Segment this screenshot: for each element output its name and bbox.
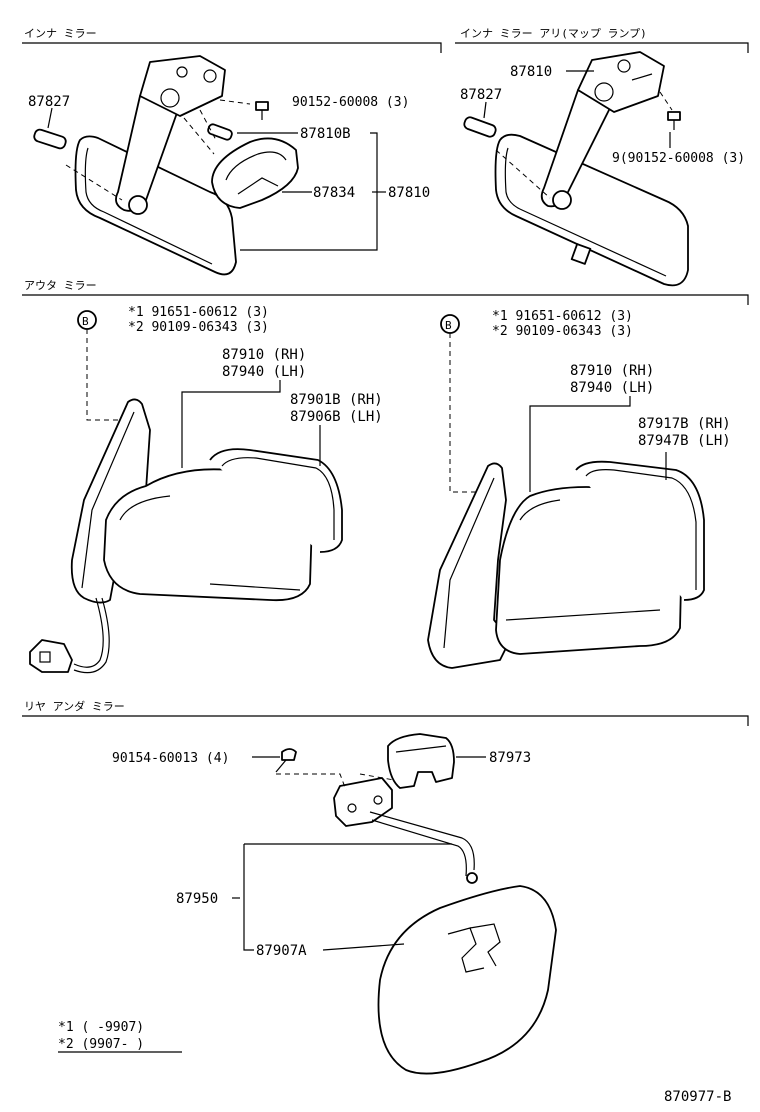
- section-title-rear-under-mirror: リヤ アンダ ミラー: [24, 699, 125, 713]
- label-87827-left: 87827: [28, 94, 70, 110]
- inner-mirror-lamp-leaders: [483, 70, 671, 148]
- label-87907A: 87907A: [256, 943, 307, 959]
- section-title-inner-mirror: インナ ミラー: [24, 27, 97, 40]
- rear-under-mirror-drawing: [275, 733, 557, 1075]
- label-87827-right: 87827: [460, 87, 502, 103]
- section-title-outer-mirror: アウタ ミラー: [24, 279, 97, 292]
- rear-under-mirror-leaders: [232, 756, 486, 951]
- note1-left: *1 91651-60612 (3): [128, 305, 269, 320]
- outer-mirror-right-drawing: B: [427, 314, 705, 669]
- label-87940-left: 87940 (LH): [222, 364, 306, 380]
- label-screw-90152-right: 9(90152-60008 (3): [612, 151, 745, 166]
- label-87901B: 87901B (RH): [290, 392, 383, 408]
- label-87940-right: 87940 (LH): [570, 380, 654, 396]
- b-circle-left: B: [82, 315, 89, 328]
- label-87947B: 87947B (LH): [638, 433, 731, 449]
- section-title-inner-mirror-lamp: インナ ミラー アリ(マップ ランプ): [460, 27, 647, 40]
- section-dividers: [22, 42, 749, 726]
- label-87910-left: 87910 (RH): [222, 347, 306, 363]
- outer-mirror-right-leaders: [529, 396, 667, 492]
- label-87810-right: 87810: [510, 64, 552, 80]
- label-87973: 87973: [489, 750, 531, 766]
- label-87906B: 87906B (LH): [290, 409, 383, 425]
- label-87834: 87834: [313, 185, 355, 201]
- inner-mirror-drawing: [33, 55, 299, 276]
- note2-left: *2 90109-06343 (3): [128, 320, 269, 335]
- label-screw-90152-left: 90152-60008 (3): [292, 95, 409, 110]
- inner-mirror-lamp-drawing: [463, 51, 689, 287]
- b-circle-right: B: [445, 319, 452, 332]
- label-87917B: 87917B (RH): [638, 416, 731, 432]
- diagram-code: 870977-B: [664, 1089, 731, 1105]
- outer-mirror-left-leaders: [181, 380, 321, 468]
- note1-right: *1 91651-60612 (3): [492, 309, 633, 324]
- label-87810-left: 87810: [388, 185, 430, 201]
- label-87950: 87950: [176, 891, 218, 907]
- label-87910-right: 87910 (RH): [570, 363, 654, 379]
- outer-mirror-left-drawing: B: [29, 310, 343, 674]
- label-screw-90154: 90154-60013 (4): [112, 751, 229, 766]
- footnote-1: *1 ( -9907): [58, 1020, 144, 1035]
- footnote-2: *2 (9907- ): [58, 1037, 144, 1052]
- label-87810B: 87810B: [300, 126, 351, 142]
- note2-right: *2 90109-06343 (3): [492, 324, 633, 339]
- inner-mirror-leaders: [47, 107, 386, 251]
